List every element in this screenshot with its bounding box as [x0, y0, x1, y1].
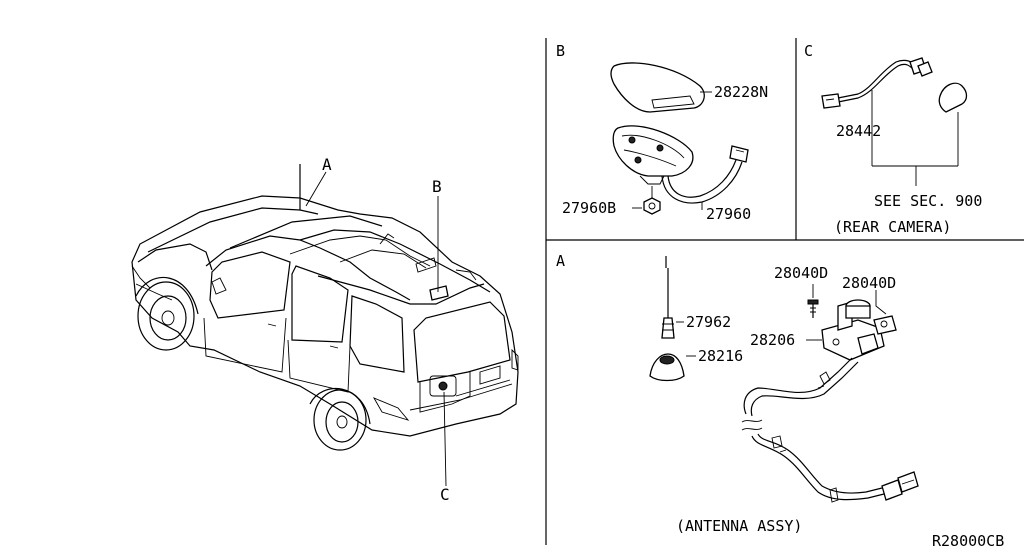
panel-c: C 28442 SEE SEC. 900 (REAR CAMERA) [804, 42, 982, 236]
rear-wheel [313, 389, 367, 451]
feeder-cable [661, 145, 749, 204]
nut-27960b [643, 186, 661, 215]
part-28216: 28216 [698, 347, 743, 365]
front-wheel [137, 281, 195, 351]
part-28040d-screw: 28040D [774, 264, 828, 282]
antenna-base-unit [612, 125, 694, 185]
panel-a-label: A [556, 252, 565, 270]
part-28206: 28206 [750, 331, 795, 349]
vehicle-illustration [131, 164, 519, 487]
diagram-code: R28000CB [932, 532, 1004, 550]
part-27960: 27960 [706, 205, 751, 223]
part-28040d-bolt: 28040D [842, 274, 896, 292]
panel-frame [545, 38, 1024, 545]
panel-b-label: B [556, 42, 565, 60]
panel-c-caption: (REAR CAMERA) [834, 218, 951, 236]
callout-c: C [440, 485, 450, 504]
panel-b: B 28228N 27960B [556, 42, 768, 223]
antenna-cover [610, 62, 705, 113]
panel-a: A 27962 28216 28040D [556, 252, 919, 535]
antenna-feeder-cable [741, 357, 919, 503]
rear-camera [938, 82, 968, 113]
part-28228n: 28228N [714, 83, 768, 101]
panel-c-label: C [804, 42, 813, 60]
callout-a: A [322, 155, 332, 174]
antenna-cap [649, 353, 685, 382]
screw [807, 299, 819, 318]
antenna-base [821, 299, 897, 361]
part-28442: 28442 [836, 122, 881, 140]
part-27960b: 27960B [562, 199, 616, 217]
callout-b: B [432, 177, 442, 196]
panel-a-caption: (ANTENNA ASSY) [676, 517, 802, 535]
see-sec-note: SEE SEC. 900 [874, 192, 982, 210]
antenna-rod [661, 256, 675, 339]
part-27962: 27962 [686, 313, 731, 331]
camera-harness [821, 57, 933, 109]
